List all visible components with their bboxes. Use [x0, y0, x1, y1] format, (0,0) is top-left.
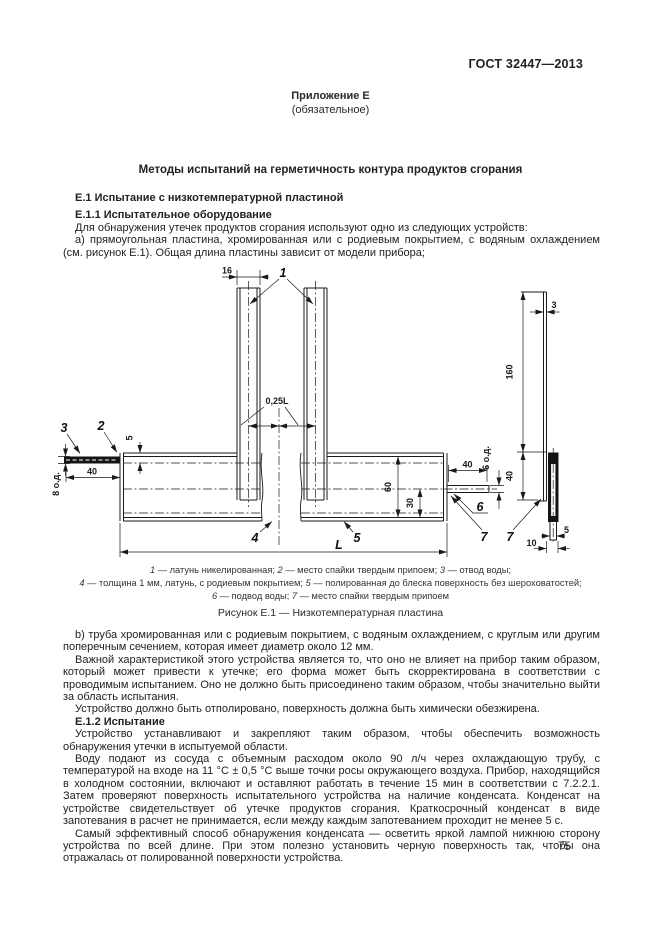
dim-5-side-label: 5 [564, 525, 569, 535]
appendix-label: Приложение Е [291, 90, 370, 102]
caption-num: 5 [305, 578, 311, 589]
paragraph-setup: Устройство устанавливают и закрепляют та… [63, 728, 600, 753]
heading-e1: Е.1 Испытание с низкотемпературной пласт… [75, 192, 344, 204]
water-outlet-tube [64, 456, 120, 464]
plan-view-plate [119, 408, 448, 545]
caption-line-3: 6 — подвод воды; 7 — место спайки тверды… [40, 590, 621, 603]
part-label-3: 3 [61, 421, 68, 435]
paragraph-feature: Важной характеристикой этого устройства … [63, 653, 600, 704]
upper-text-block: Е.1 Испытание с низкотемпературной пласт… [63, 192, 600, 259]
cooling-tubes [236, 281, 328, 507]
dimension-tube-width: 16 [222, 266, 269, 285]
part-label-7b: 7 [507, 530, 515, 544]
dim-quarter-length-label: 0,25L [265, 396, 289, 406]
part-label-5: 5 [354, 531, 362, 545]
appendix-note: (обязательное) [291, 103, 370, 116]
caption-num: 2 [277, 565, 283, 575]
dim-5-top-label: 5 [125, 435, 135, 440]
figure-title: Рисунок Е.1 — Низкотемпературная пластин… [217, 607, 444, 619]
paragraph-method: Самый эффективный способ обнаружения кон… [63, 827, 600, 865]
dim-8od-label: 8 о.д. [51, 472, 61, 496]
dim-40-side-label: 40 [505, 471, 515, 481]
paragraph-intro: Для обнаружения утечек продуктов сгорани… [75, 221, 528, 234]
caption-text: — толщина 1 мм, латунь, с родиевым покры… [84, 578, 306, 589]
caption-text: — подвод воды; [217, 591, 292, 602]
caption-text: — место спайки твердым припоем; [282, 565, 440, 575]
part-label-7a: 7 [481, 530, 489, 544]
side-view-plate [521, 291, 559, 543]
caption-text: — латунь никелированная; [155, 565, 278, 575]
caption-text: — место спайки твердым припоем [297, 591, 450, 602]
caption-num: 1 [149, 565, 156, 575]
dim-160-label: 160 [505, 364, 515, 379]
paragraph-water: Воду подают из сосуда с объемным расходо… [63, 753, 600, 828]
dim-40-left-label: 40 [87, 467, 97, 477]
list-item-b: b) труба хромированная или с родиевым по… [63, 629, 600, 654]
caption-num: 4 [79, 578, 85, 589]
dimension-plate-width: 60 30 [383, 456, 423, 518]
part-label-1: 1 [280, 266, 287, 280]
dim-30-label: 30 [405, 498, 415, 508]
dimension-quarter-length: 0,25L [240, 396, 316, 429]
dim-6od-label: 6 о.д. [481, 446, 491, 470]
figure-caption: 1 — латунь никелированная; 2 — место спа… [40, 564, 621, 604]
heading-e11: Е.1.1 Испытательное оборудование [75, 209, 272, 222]
caption-num: 3 [439, 565, 445, 575]
caption-text: — отвод воды; [445, 565, 511, 575]
part-labels: 1 3 2 4 5 6 7 7 [61, 266, 542, 545]
dimension-inlet: 40 6 о.д. [448, 446, 504, 509]
figure-drawing: 16 0,25L 8 о.д. 40 5 60 30 [51, 266, 570, 557]
lower-text-block: b) труба хромированная или с родиевым по… [63, 629, 600, 865]
dimension-side-view: 3 160 40 5 10 [505, 291, 570, 553]
water-inlet-tube [443, 485, 497, 493]
dim-3-label: 3 [551, 300, 556, 310]
dimension-total-length: L [119, 523, 448, 557]
dimension-outlet: 8 о.д. 40 5 [51, 435, 143, 496]
caption-num: 6 [211, 591, 218, 602]
dim-16-label: 16 [222, 266, 232, 276]
part-label-6: 6 [477, 500, 485, 514]
caption-num: 7 [291, 591, 298, 602]
part-label-4: 4 [251, 531, 259, 545]
part-label-2: 2 [97, 419, 105, 433]
page-title: Методы испытаний на герметичность контур… [138, 164, 523, 176]
dim-60-label: 60 [383, 482, 393, 492]
paragraph-polish: Устройство должно быть отполировано, пов… [75, 703, 540, 716]
dim-40-right-label: 40 [462, 460, 472, 470]
standard-code: ГОСТ 32447—2013 [468, 57, 583, 71]
appendix-block: Приложение Е (обязательное) [0, 90, 661, 117]
page-number: 75 [558, 841, 571, 853]
caption-line-1: 1 — латунь никелированная; 2 — место спа… [40, 564, 621, 577]
caption-line-2: 4 — толщина 1 мм, латунь, с родиевым пок… [40, 577, 621, 590]
dim-10-label: 10 [526, 538, 536, 548]
list-item-a: а) прямоугольная пластина, хромированная… [63, 234, 600, 259]
caption-text: — полированная до блеска поверхность без… [310, 578, 582, 589]
dim-L-label: L [335, 538, 343, 552]
heading-e12: Е.1.2 Испытание [75, 715, 165, 728]
